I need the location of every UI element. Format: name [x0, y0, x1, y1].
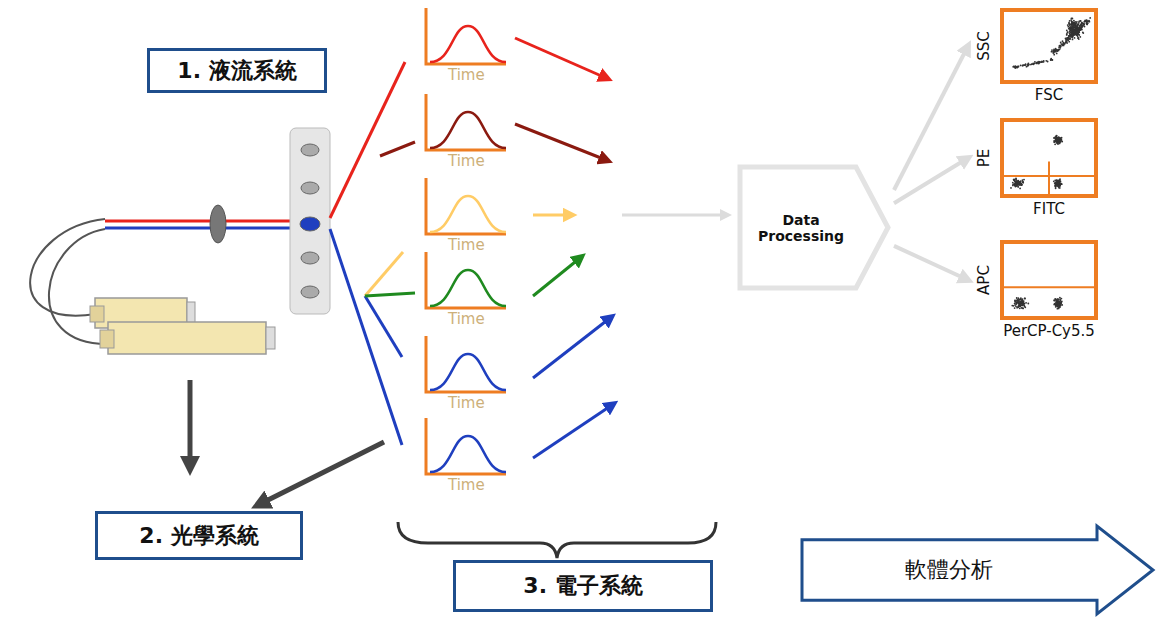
box-title: 1. 液流系統 [177, 56, 296, 86]
laser [90, 298, 275, 354]
signal-pulse [430, 196, 506, 232]
signal-arrow [533, 214, 570, 217]
cell [300, 144, 320, 298]
pointer-arrow [260, 442, 384, 504]
signal-arrow [515, 124, 606, 160]
signal-arrow [515, 38, 606, 78]
axis-label: APC [975, 265, 993, 295]
axis-label: Time [448, 236, 485, 254]
signal-axis [426, 8, 506, 64]
axis-label: FITC [1033, 200, 1065, 218]
box-title: 3. 電子系統 [523, 571, 642, 601]
signal-axis [426, 336, 506, 392]
plot-frame [1000, 118, 1098, 198]
blue-beam [105, 227, 296, 230]
signal-pulse [430, 270, 506, 306]
process-chevron: Data Processing [738, 165, 890, 290]
plot-frame [1000, 8, 1098, 84]
signal-pulse [430, 354, 506, 390]
axis-label: Time [448, 394, 485, 412]
scatter-plot: SSCFSC [970, 8, 1100, 84]
bracket [398, 522, 716, 558]
signal-pulse [430, 112, 506, 148]
label-box: 3. 電子系統 [453, 560, 713, 612]
data-arrow [894, 246, 968, 280]
axis-label: Time [448, 310, 485, 328]
data-arrow [622, 214, 726, 217]
axis-label: PE [975, 149, 993, 168]
signal-pulse [430, 436, 506, 472]
scatter-plot: APCPerCP-Cy5.5 [970, 240, 1100, 320]
signal-panels [426, 8, 612, 474]
box-title: 2. 光學系統 [139, 521, 258, 551]
data-arrow [894, 158, 968, 203]
flow-cell [290, 128, 330, 314]
signal-axis [426, 178, 506, 234]
lens [210, 205, 226, 243]
scatter-plot: PEFITC [970, 118, 1100, 198]
arrow-label: 軟體分析 [905, 555, 993, 585]
signal-pulse [430, 26, 506, 62]
axis-label: Time [448, 152, 485, 170]
signal-axis [426, 94, 506, 150]
data-arrow [894, 46, 968, 190]
pointer-arrow [188, 380, 193, 466]
plot-frame [1000, 240, 1098, 320]
scatter-ray [330, 62, 415, 445]
fiber [30, 219, 105, 316]
signal-arrow [533, 405, 612, 458]
signal-axis [426, 252, 506, 308]
plot-points [1004, 17, 1094, 310]
axis-label: SSC [975, 31, 993, 61]
signal-arrow [533, 258, 580, 296]
axis-label: FSC [1035, 86, 1063, 104]
label-box: 1. 液流系統 [147, 48, 327, 93]
block-arrow: 軟體分析 [800, 524, 1155, 616]
axis-label: Time [448, 66, 485, 84]
axis-label: PerCP-Cy5.5 [1003, 322, 1095, 340]
signal-axis [426, 418, 506, 474]
process-label: Data Processing [751, 212, 851, 244]
label-box: 2. 光學系統 [95, 511, 303, 560]
red-beam [105, 220, 296, 223]
signal-arrow [533, 318, 610, 378]
axis-label: Time [448, 476, 485, 494]
